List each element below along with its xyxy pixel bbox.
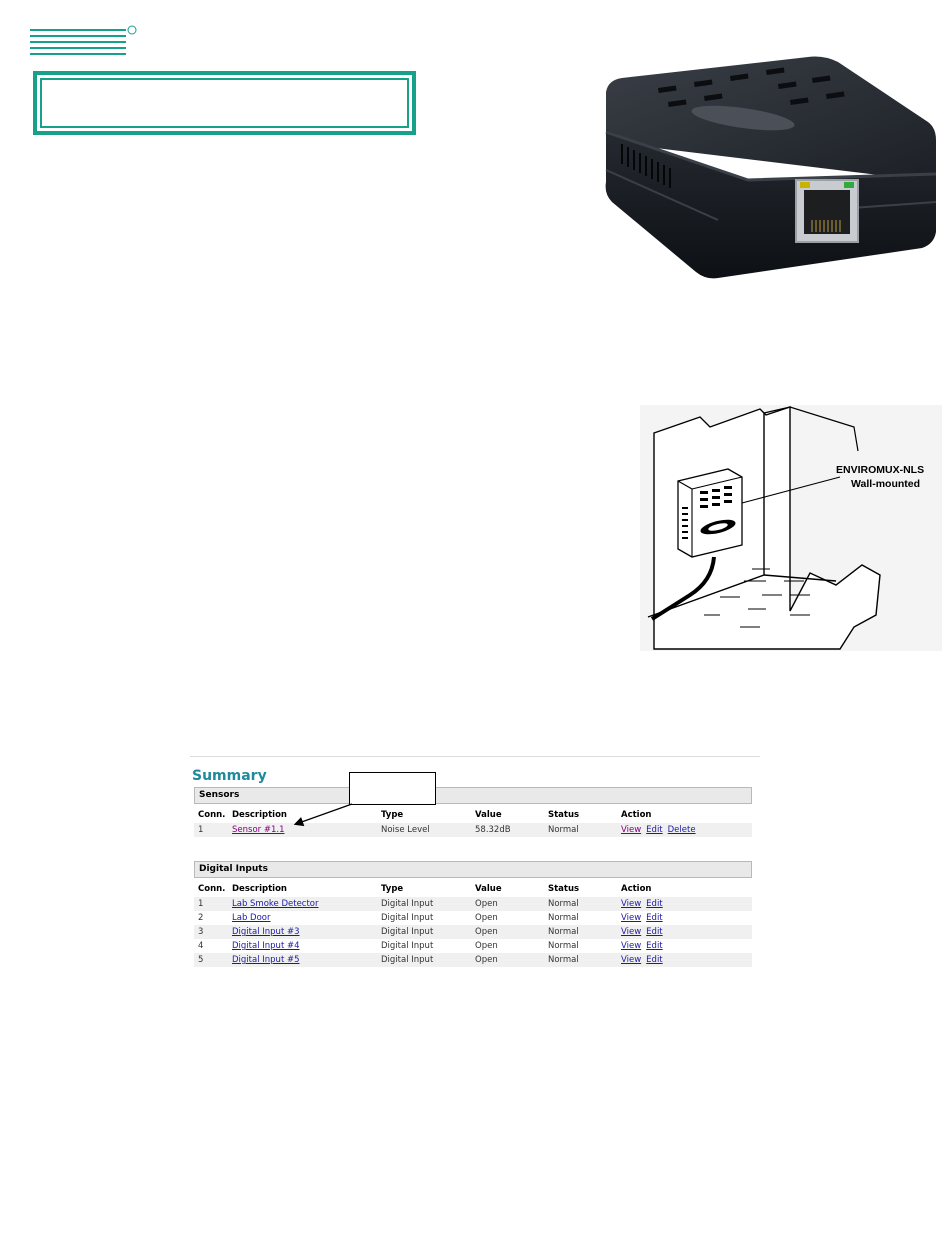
cell-status: Normal bbox=[544, 823, 617, 837]
callout-box bbox=[349, 772, 436, 805]
cell-type: Digital Input bbox=[381, 941, 434, 951]
cell-type: Digital Input bbox=[377, 925, 471, 939]
edit-link[interactable]: Edit bbox=[646, 927, 663, 937]
col-status: Status bbox=[548, 810, 580, 820]
cell-conn: 5 bbox=[194, 953, 228, 967]
cell-type: Digital Input bbox=[377, 897, 471, 911]
digital-inputs-section-header: Digital Inputs bbox=[194, 861, 752, 878]
cell-status: Normal bbox=[544, 925, 617, 939]
view-link[interactable]: View bbox=[621, 941, 642, 951]
edit-link[interactable]: Edit bbox=[646, 825, 663, 835]
cell-value: Open bbox=[471, 925, 544, 939]
digital-inputs-table: Conn. Description Type Value Status Acti… bbox=[194, 881, 752, 967]
delete-link[interactable]: Delete bbox=[667, 825, 696, 835]
cell-value: Open bbox=[475, 913, 498, 923]
edit-link[interactable]: Edit bbox=[646, 941, 663, 951]
col-description: Description bbox=[232, 810, 287, 820]
table-row: 4 Digital Input #4 Digital Input Open No… bbox=[194, 939, 752, 953]
cell-conn: 1 bbox=[194, 897, 228, 911]
cell-type: Noise Level bbox=[377, 823, 471, 837]
description-link[interactable]: Digital Input #4 bbox=[232, 941, 300, 951]
cell-status: Normal bbox=[548, 913, 579, 923]
title-frame-inner bbox=[40, 78, 409, 128]
cell-conn: 3 bbox=[194, 925, 228, 939]
company-logo bbox=[30, 25, 137, 55]
table-row: 1 Sensor #1.1 Noise Level 58.32dB Normal… bbox=[194, 823, 752, 837]
wall-mount-diagram: ENVIROMUX-NLS Wall-mounted bbox=[640, 405, 942, 651]
description-link[interactable]: Lab Door bbox=[232, 913, 271, 923]
view-link[interactable]: View bbox=[621, 927, 642, 937]
summary-screenshot: Summary Sensors Conn. Description Type V… bbox=[190, 756, 760, 976]
col-type: Type bbox=[381, 810, 404, 820]
table-header-row: Conn. Description Type Value Status Acti… bbox=[194, 881, 752, 897]
col-description: Description bbox=[232, 884, 287, 894]
col-status: Status bbox=[548, 884, 580, 894]
cell-status: Normal bbox=[544, 953, 617, 967]
cell-value: Open bbox=[471, 953, 544, 967]
view-link[interactable]: View bbox=[621, 955, 642, 965]
figure-label-line-2: Wall-mounted bbox=[851, 478, 920, 490]
cell-value: Open bbox=[475, 941, 498, 951]
col-conn: Conn. bbox=[198, 884, 226, 894]
edit-link[interactable]: Edit bbox=[646, 899, 663, 909]
view-link[interactable]: View bbox=[621, 899, 642, 909]
description-link[interactable]: Lab Smoke Detector bbox=[232, 899, 319, 909]
col-value: Value bbox=[475, 884, 502, 894]
edit-link[interactable]: Edit bbox=[646, 913, 663, 923]
description-link[interactable]: Digital Input #3 bbox=[232, 927, 300, 937]
title-frame bbox=[33, 71, 416, 135]
cell-value: 58.32dB bbox=[471, 823, 544, 837]
figure-label-line-1: ENVIROMUX-NLS bbox=[836, 464, 924, 476]
table-header-row: Conn. Description Type Value Status Acti… bbox=[194, 807, 752, 823]
table-row: 3 Digital Input #3 Digital Input Open No… bbox=[194, 925, 752, 939]
col-action: Action bbox=[621, 884, 652, 894]
view-link[interactable]: View bbox=[621, 913, 642, 923]
summary-title: Summary bbox=[192, 768, 267, 784]
cell-conn: 2 bbox=[198, 913, 204, 923]
edit-link[interactable]: Edit bbox=[646, 955, 663, 965]
device-photo bbox=[605, 56, 937, 279]
cell-conn: 1 bbox=[194, 823, 228, 837]
cell-type: Digital Input bbox=[381, 913, 434, 923]
col-action: Action bbox=[621, 810, 652, 820]
col-conn: Conn. bbox=[198, 810, 226, 820]
sensors-section-header: Sensors bbox=[194, 787, 752, 804]
cell-value: Open bbox=[471, 897, 544, 911]
callout-arrow bbox=[293, 803, 353, 827]
table-row: 2 Lab Door Digital Input Open Normal Vie… bbox=[194, 911, 752, 925]
cell-conn: 4 bbox=[198, 941, 204, 951]
cell-type: Digital Input bbox=[377, 953, 471, 967]
cell-status: Normal bbox=[548, 941, 579, 951]
col-type: Type bbox=[381, 884, 404, 894]
cell-status: Normal bbox=[544, 897, 617, 911]
table-row: 1 Lab Smoke Detector Digital Input Open … bbox=[194, 897, 752, 911]
table-row: 5 Digital Input #5 Digital Input Open No… bbox=[194, 953, 752, 967]
sensor-description-link[interactable]: Sensor #1.1 bbox=[232, 825, 285, 835]
view-link[interactable]: View bbox=[621, 825, 642, 835]
col-value: Value bbox=[475, 810, 502, 820]
description-link[interactable]: Digital Input #5 bbox=[232, 955, 300, 965]
divider bbox=[190, 756, 760, 757]
sensors-table: Conn. Description Type Value Status Acti… bbox=[194, 807, 752, 837]
